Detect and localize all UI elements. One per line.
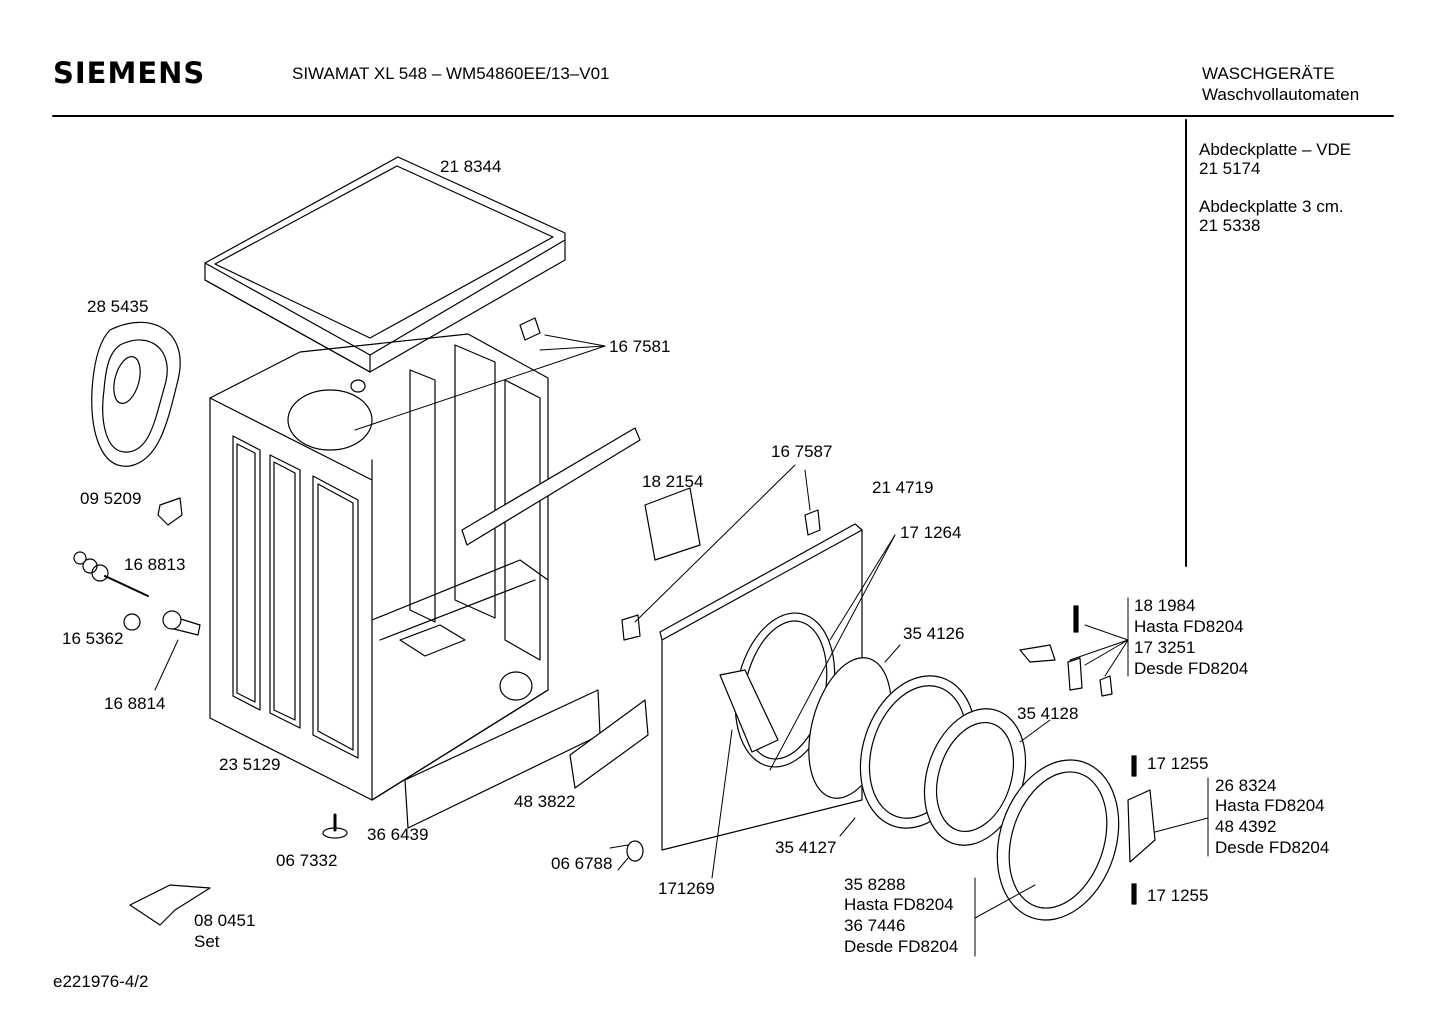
side-note-number: 21 5338 [1199,216,1261,235]
part-label: 171269 [658,879,715,898]
side-note-name: Abdeckplatte – VDE [1199,140,1352,159]
part-label: 16 7587 [771,442,833,461]
small-parts-drawing [73,317,1156,926]
part-label: Set [194,932,220,951]
group-lock-label: 17 3251 [1134,638,1196,657]
top-cover-drawing [204,156,566,373]
part-label: 06 6788 [551,854,613,873]
category-title: WASCHGERÄTE [1202,64,1335,83]
group-ring-label: Desde FD8204 [844,937,959,956]
group-hinge-label: Hasta FD8204 [1215,796,1325,815]
part-label: 16 7581 [609,337,671,356]
group-lock-label: Hasta FD8204 [1134,617,1244,636]
part-label: 36 6439 [367,825,429,844]
model-title: SIWAMAT XL 548 – WM54860EE/13–V01 [292,64,610,83]
rear-panel-drawing [91,321,181,467]
part-label: 18 2154 [642,472,704,491]
side-note-name: Abdeckplatte 3 cm. [1199,197,1344,216]
part-label: 08 0451 [194,911,256,930]
door-assembly-drawing [808,657,1120,921]
part-label: 16 8814 [104,694,166,713]
document-code: e221976-4/2 [53,972,149,991]
subcategory-title: Waschvollautomaten [1202,85,1360,104]
part-label: 17 1255 [1147,886,1209,905]
part-label: 06 7332 [276,851,338,870]
part-label: 16 5362 [62,629,124,648]
plinth-drawing [404,689,649,829]
part-label: 28 5435 [87,297,149,316]
cross-rail-drawing [461,427,641,546]
group-ring-label: 35 8288 [844,875,906,894]
part-label: 23 5129 [219,755,281,774]
leader-lines [154,334,1209,957]
part-label: 35 4128 [1017,704,1079,723]
group-hinge-label: 26 8324 [1215,776,1277,795]
part-label: 17 1255 [1147,754,1209,773]
part-label: 16 8813 [124,555,186,574]
part-label: 35 4127 [775,838,837,857]
brand-logo: SIEMENS [53,56,206,90]
part-label: 35 4126 [903,624,965,643]
part-label: 48 3822 [514,792,576,811]
group-hinge-label: Desde FD8204 [1215,838,1330,857]
part-label: 21 4719 [872,478,934,497]
group-lock-label: 18 1984 [1134,596,1196,615]
group-hinge-label: 48 4392 [1215,817,1277,836]
part-label: 17 1264 [900,523,962,542]
cabinet-drawing [209,333,549,801]
group-ring-label: Hasta FD8204 [844,895,954,914]
group-ring-label: 36 7446 [844,916,906,935]
group-lock-label: Desde FD8204 [1134,659,1249,678]
part-label: 21 8344 [440,157,502,176]
side-note-number: 21 5174 [1199,159,1261,178]
part-label: 09 5209 [80,489,142,508]
